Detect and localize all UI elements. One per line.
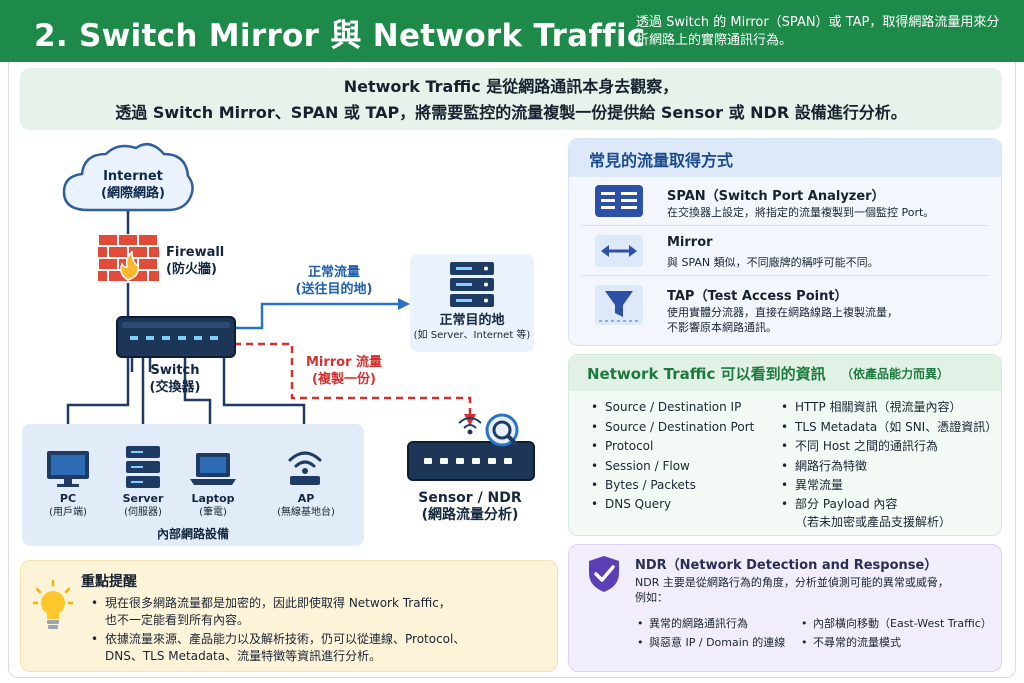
ndr-desc: NDR 主要是從網路行為的角度，分析並偵測可能的異常或威脅， 例如： xyxy=(635,576,949,604)
cloud-icon xyxy=(62,142,194,212)
server-rack-icon xyxy=(595,185,643,217)
switch-label: Switch (交換器) xyxy=(149,363,201,395)
info-item: 不同 Host 之間的通訊行為 xyxy=(781,438,938,454)
tips-panel: 重點提醒 現在很多網路流量都是加密的，因此即使取得 Network Traffi… xyxy=(20,560,558,672)
laptop-icon xyxy=(190,453,236,485)
ndr-title: NDR（Network Detection and Response） xyxy=(635,558,938,573)
method-mirror: Mirror 與 SPAN 類似，不同廠牌的稱呼可能不同。 xyxy=(581,233,991,285)
ndr-item: 不尋常的流量模式 xyxy=(801,635,901,650)
destination-label: 正常目的地 (如 Server、Internet 等) xyxy=(413,313,531,341)
device-pc-label: PC (用戶端) xyxy=(49,492,87,518)
sensor-icon xyxy=(407,417,535,481)
info-item: Session / Flow xyxy=(591,458,690,474)
method-mirror-desc: 與 SPAN 類似，不同廠牌的稱呼可能不同。 xyxy=(667,256,879,269)
methods-title: 常見的流量取得方式 xyxy=(589,151,734,170)
header-bar: 2. Switch Mirror 與 Network Traffic 透過 Sw… xyxy=(0,0,1024,62)
normal-flow-label: 正常流量 (送往目的地) xyxy=(295,265,373,297)
visible-info-header: Network Traffic 可以看到的資訊 （依產品能力而異） xyxy=(569,355,1001,391)
info-item: Source / Destination Port xyxy=(591,419,754,435)
sensor-label: Sensor / NDR (網路流量分析) xyxy=(418,490,522,523)
double-arrow-icon xyxy=(595,235,643,267)
device-laptop-label: Laptop (筆電) xyxy=(191,492,235,518)
info-item: TLS Metadata（如 SNI、憑證資訊） xyxy=(781,419,997,435)
server-device-icon xyxy=(126,446,160,488)
method-span-desc: 在交換器上設定，將指定的流量複製到一個監控 Port。 xyxy=(667,206,935,219)
magnifier-icon xyxy=(485,413,519,447)
tip-item: 現在很多網路流量都是加密的，因此即使取得 Network Traffic， 也不… xyxy=(91,595,451,629)
shield-check-icon xyxy=(589,556,619,592)
divider xyxy=(581,225,989,226)
lan-label: 內部網路設備 xyxy=(156,527,229,541)
info-item-continuation: （若未加密或產品支援解析） xyxy=(795,515,952,529)
method-tap: TAP（Test Access Point） 使用實體分流器，直接在網路線路上複… xyxy=(581,283,991,335)
page-title: 2. Switch Mirror 與 Network Traffic xyxy=(34,18,646,54)
visible-info-title: Network Traffic 可以看到的資訊 xyxy=(587,365,826,383)
ndr-item: 內部橫向移動（East-West Traffic） xyxy=(801,616,992,631)
method-mirror-name: Mirror xyxy=(667,235,713,250)
methods-header: 常見的流量取得方式 xyxy=(569,139,1001,177)
info-item: DNS Query xyxy=(591,496,671,512)
device-server-label: Server (伺服器) xyxy=(122,492,164,518)
intro-line-2: 透過 Switch Mirror、SPAN 或 TAP，將需要監控的流量複製一份… xyxy=(115,103,907,122)
method-span: SPAN（Switch Port Analyzer） 在交換器上設定，將指定的流… xyxy=(581,183,991,235)
ndr-item: 異常的網路通訊行為 xyxy=(637,616,748,631)
ndr-item: 與惡意 IP / Domain 的連線 xyxy=(637,635,785,650)
tip-item: 依據流量來源、產品能力以及解析技術，仍可以從連線、Protocol、 DNS、T… xyxy=(91,631,465,665)
lightbulb-icon xyxy=(33,579,73,629)
server-icon xyxy=(450,262,494,307)
divider xyxy=(581,275,989,276)
info-item: Bytes / Packets xyxy=(591,477,696,493)
method-tap-name: TAP（Test Access Point） xyxy=(667,289,848,304)
mirror-flow-label: Mirror 流量 (複製一份) xyxy=(305,355,383,387)
info-item: Source / Destination IP xyxy=(591,399,741,415)
device-ap-label: AP (無線基地台) xyxy=(277,492,335,518)
info-item: Protocol xyxy=(591,438,653,454)
switch-icon xyxy=(116,316,236,358)
info-item: 部分 Payload 內容 xyxy=(781,496,897,512)
intro-line-1: Network Traffic 是從網路通訊本身去觀察， xyxy=(343,77,679,96)
firewall-icon xyxy=(98,234,160,283)
visible-info-note: （依產品能力而異） xyxy=(841,367,950,381)
tips-title: 重點提醒 xyxy=(81,574,137,590)
info-item: 異常流量 xyxy=(781,477,843,493)
wifi-icon xyxy=(288,451,322,485)
methods-panel: 常見的流量取得方式 SPAN（Switch Port Analyzer） 在交換… xyxy=(568,138,1002,346)
content-frame xyxy=(8,62,1016,678)
info-item: 網路行為特徵 xyxy=(781,458,867,474)
method-span-name: SPAN（Switch Port Analyzer） xyxy=(667,189,885,204)
firewall-label: Firewall (防火牆) xyxy=(166,245,225,277)
internet-label: Internet (網際網路) xyxy=(101,169,165,201)
visible-info-panel: Network Traffic 可以看到的資訊 （依產品能力而異） Source… xyxy=(568,354,1002,536)
page-subtitle: 透過 Switch 的 Mirror（SPAN）或 TAP，取得網路流量用來分析… xyxy=(636,15,1000,48)
ndr-panel: NDR（Network Detection and Response） NDR … xyxy=(568,544,1002,672)
method-tap-desc: 使用實體分流器，直接在網路線路上複製流量， 不影響原本網路通訊。 xyxy=(667,306,898,334)
pc-icon xyxy=(47,451,89,487)
funnel-icon xyxy=(595,285,643,325)
info-item: HTTP 相關資訊（視流量內容） xyxy=(781,399,961,415)
intro-banner: Network Traffic 是從網路通訊本身去觀察， 透過 Switch M… xyxy=(20,68,1002,130)
